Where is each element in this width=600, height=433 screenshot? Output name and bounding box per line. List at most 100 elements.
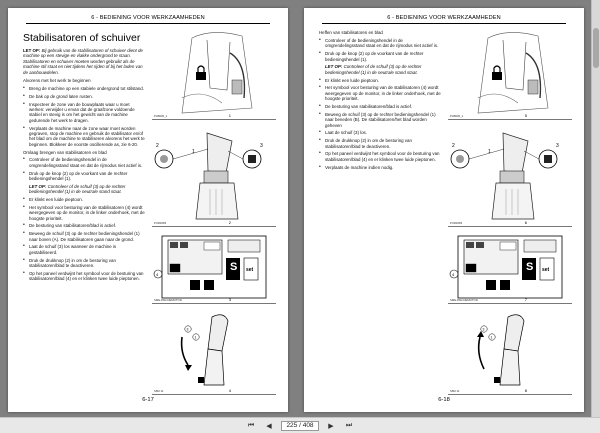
list-item: Controleer of de bedieningshendel in de … (319, 38, 441, 49)
text-column: Stabilisatoren of schuiver LET OP: Bij g… (23, 32, 145, 284)
note-text: Bij gebruik van de stabilisatoren of sch… (23, 48, 143, 75)
list-item: Er klinkt een luide pieptoon. (23, 197, 145, 203)
note: LET OP: Bij gebruik van de stabilisatore… (23, 48, 145, 75)
figure-number: 4 (228, 388, 231, 393)
lever-illustration: 3 1 (180, 314, 229, 386)
page-header: 6 - BEDIENING VOOR WERKZAAMHEDEN (322, 14, 566, 24)
page-left: 6 - BEDIENING VOOR WERKZAAMHEDEN Stabili… (8, 8, 288, 412)
figure-joystick: 3 2 1 2 PUR4083 (152, 123, 276, 227)
list-item: Laat de schuif (3) los wanneer de machin… (23, 244, 145, 255)
page-number: 6-17 (142, 397, 154, 403)
monitor-illustration: 4 (153, 235, 267, 299)
lever-illustration: 3 1 (477, 314, 525, 386)
list-item: Breng de machine op een stabiele ondergr… (23, 86, 145, 92)
mode-letter: S (526, 261, 534, 273)
list-item: Het symbool voor besturing van de stabil… (23, 205, 145, 221)
figure-number: 1 (228, 113, 231, 118)
list-note: LET OP: Controleer of de schuif (3) op d… (23, 184, 145, 195)
monitor-illustration: 4 (449, 235, 563, 299)
set-button-label: set (542, 267, 550, 273)
figure-caption: S6M 11 (154, 389, 164, 393)
list-item: Het symbool voor besturing van de stabil… (319, 85, 441, 101)
page-number-input[interactable]: 225 / 408 (281, 420, 319, 431)
next-page-button[interactable]: ▶ (328, 422, 334, 430)
callout-label: 2 (452, 143, 455, 149)
list-item: De besturing van stabilisatoren/blad is … (319, 104, 441, 110)
figure-cab: 5 PH8026_1 (448, 28, 572, 120)
callout-label: 2 (156, 143, 159, 149)
figure-number: 5 (524, 113, 527, 118)
text-column: Heffen van stabilisatoren en blad Contro… (319, 30, 441, 172)
list-item: Inspecteer de zone van de bouwplaats waa… (23, 102, 145, 124)
list-item: Druk op de knop (2) op de voorkant van d… (23, 171, 145, 182)
list-item: Controleer of de bedieningshendel in de … (23, 157, 145, 168)
figure-caption: PH8026_1 (154, 114, 168, 118)
paragraph: Omlaag brengen van stabilisatoren en bla… (23, 149, 107, 155)
note-label: LET OP: (29, 183, 47, 189)
stabilizer-symbol (465, 263, 477, 273)
list-item: Er klinkt een luide pieptoon. (319, 78, 441, 84)
section-heading: Heffen van stabilisatoren en blad (319, 30, 383, 35)
cab-illustration (477, 32, 549, 114)
figure-number: 8 (524, 388, 527, 393)
paragraph: Alvorens met het werk te beginnen (23, 78, 91, 84)
figure-caption: SME-PAR-DEMOTOR (154, 298, 182, 302)
figure-caption: SME-PAR-DEMOTOR (450, 298, 478, 302)
list-item: Druk op de knop (2) op de voorkant van d… (319, 51, 441, 62)
note-label: LET OP: (23, 48, 41, 53)
list-item: De bak op de grond laten rusten. (23, 94, 145, 100)
figure-monitor: 4 S set 7 SME-PAR-DEMOTOR (448, 230, 572, 304)
list-note: LET OP: Controleer of de schuif (3) op d… (319, 64, 441, 75)
page-header: 6 - BEDIENING VOOR WERKZAAMHEDEN (26, 14, 270, 24)
scrollbar-thumb[interactable] (593, 28, 599, 68)
figure-monitor: 4 S set 3 SME-PAR-DEMOTOR (152, 230, 276, 304)
callout-label: 3 (187, 328, 189, 332)
lock-icon (196, 65, 206, 80)
figure-caption: PUR4083 (154, 221, 167, 225)
callout-label: 3 (483, 328, 485, 332)
last-page-button[interactable]: ⏭ (345, 421, 353, 429)
callout-label: 1 (192, 149, 195, 155)
first-page-button[interactable]: ⏮ (247, 421, 255, 429)
figure-number: 7 (524, 297, 527, 302)
stabilizer-symbol (169, 263, 181, 273)
figure-cab: 1 PH8026_1 (152, 28, 276, 120)
cab-illustration (181, 32, 253, 114)
figure-caption: PUR4083 (450, 221, 463, 225)
callout-label: 4 (156, 272, 159, 277)
list-item: Op het paneel verdwijnt het symbool voor… (319, 151, 441, 162)
callout-label: 3 (260, 143, 263, 149)
list-item: Verplaats de machine naar de zone waar m… (23, 126, 145, 148)
callout-label: 1 (491, 336, 493, 340)
page-navigation-toolbar: ⏮ ◀ 225 / 408 ▶ ⏭ (0, 417, 600, 433)
note-text: Controleer of de schuif (3) op de rechte… (29, 183, 126, 195)
vertical-scrollbar[interactable] (591, 0, 600, 417)
section-title: Stabilisatoren of schuiver (23, 32, 141, 44)
joystick-illustration: 3 2 1 (154, 132, 263, 220)
callout-label: 1 (488, 149, 491, 155)
list-item: Op het paneel verdwijnt het symbool voor… (23, 271, 145, 282)
set-button-label: set (246, 267, 254, 273)
previous-page-button[interactable]: ◀ (266, 422, 272, 430)
list-item: Laat de schuif (3) los. (319, 130, 441, 136)
figure-caption: PH8026_1 (450, 114, 464, 118)
callout-label: 4 (452, 272, 455, 277)
bullet-list: Breng de machine op een stabiele ondergr… (23, 86, 145, 147)
lock-icon (492, 65, 502, 80)
page-right: 6 - BEDIENING VOOR WERKZAAMHEDEN Heffen … (304, 8, 584, 412)
figure-number: 2 (228, 220, 231, 225)
figure-joystick: 3 2 1 6 PUR4083 (448, 123, 572, 227)
figure-caption: S6M 11 (450, 389, 460, 393)
figure-lever: 3 1 8 S6M 11 (448, 307, 572, 395)
mode-letter: S (230, 261, 238, 273)
figure-lever: 3 1 4 S6M 11 (152, 307, 276, 395)
callout-label: 1 (195, 336, 197, 340)
figure-column: 5 PH8026_1 3 2 1 (448, 28, 572, 398)
bullet-list: Controleer of de bedieningshendel in de … (23, 157, 145, 281)
figure-number: 6 (524, 220, 527, 225)
list-item: Druk de drukknop (2) in om de besturing … (319, 138, 441, 149)
note-label: LET OP: (325, 64, 343, 70)
page-number: 6-18 (438, 397, 450, 403)
list-item: De besturing van stabilisatoren/blad is … (23, 223, 145, 229)
list-item: Beweeg de schuif (3) op de rechter bedie… (23, 231, 145, 242)
